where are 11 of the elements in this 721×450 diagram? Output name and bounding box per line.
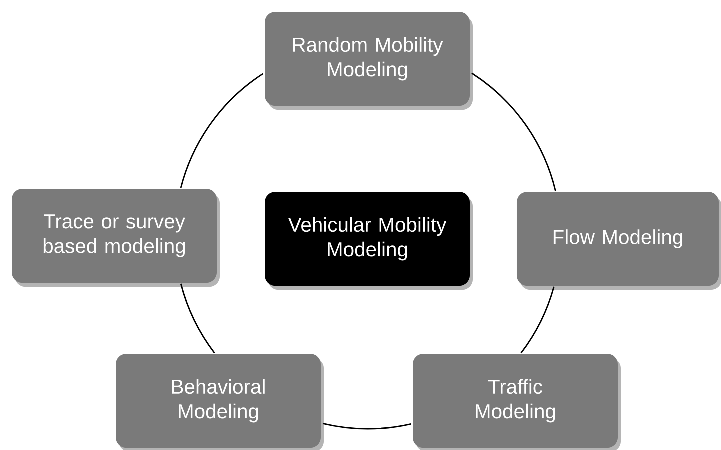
connector-arc <box>520 286 555 354</box>
model-box: Trace or survey based modeling <box>12 189 220 287</box>
connector-arc <box>180 73 264 188</box>
connector-arc <box>472 72 556 192</box>
connector-arc <box>180 284 216 354</box>
model-box: Traffic Modeling <box>413 354 621 450</box>
center-box: Vehicular Mobility Modeling <box>265 192 473 290</box>
connector-arc <box>322 422 412 430</box>
model-box: Behavioral Modeling <box>116 354 324 450</box>
model-box: Random Mobility Modeling <box>265 12 473 110</box>
model-box: Flow Modeling <box>517 192 721 290</box>
